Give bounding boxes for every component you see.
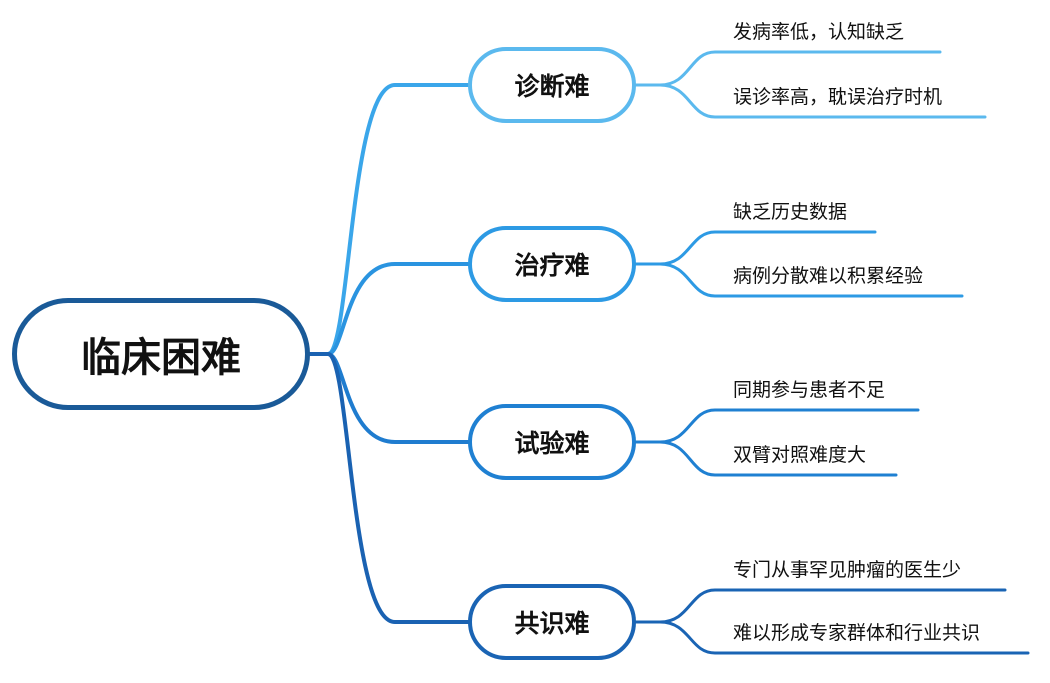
branch-node-consensus[interactable]: 共识难 bbox=[468, 584, 636, 660]
link-root-branch-2 bbox=[308, 262, 470, 356]
leaf-node[interactable]: 同期参与患者不足 bbox=[733, 379, 886, 401]
branch-node-diagnosis[interactable]: 诊断难 bbox=[468, 47, 636, 123]
link-branch-1-leaf-1 bbox=[634, 50, 942, 87]
link-branch-1-leaf-2 bbox=[634, 83, 987, 119]
leaf-node[interactable]: 病例分散难以积累经验 bbox=[733, 265, 924, 287]
leaf-node[interactable]: 双臂对照难度大 bbox=[733, 444, 867, 466]
link-root-branch-3 bbox=[308, 352, 470, 444]
link-root-branch-4 bbox=[308, 352, 470, 624]
link-root-branch-1 bbox=[308, 83, 470, 356]
link-branch-3-leaf-2 bbox=[634, 440, 898, 477]
leaf-node[interactable]: 缺乏历史数据 bbox=[733, 201, 848, 223]
leaf-node[interactable]: 误诊率高，耽误治疗时机 bbox=[733, 86, 943, 108]
link-branch-4-leaf-2 bbox=[634, 620, 1030, 655]
link-branch-2-leaf-1 bbox=[634, 230, 877, 266]
leaf-node[interactable]: 发病率低，认知缺乏 bbox=[733, 21, 905, 43]
branch-node-treatment[interactable]: 治疗难 bbox=[468, 226, 636, 302]
root-node[interactable]: 临床困难 bbox=[12, 298, 310, 410]
leaf-node[interactable]: 难以形成专家群体和行业共识 bbox=[733, 622, 981, 644]
link-branch-2-leaf-2 bbox=[634, 262, 964, 298]
link-branch-3-leaf-1 bbox=[634, 408, 920, 444]
branch-node-trial[interactable]: 试验难 bbox=[468, 404, 636, 480]
leaf-node[interactable]: 专门从事罕见肿瘤的医生少 bbox=[733, 559, 962, 581]
